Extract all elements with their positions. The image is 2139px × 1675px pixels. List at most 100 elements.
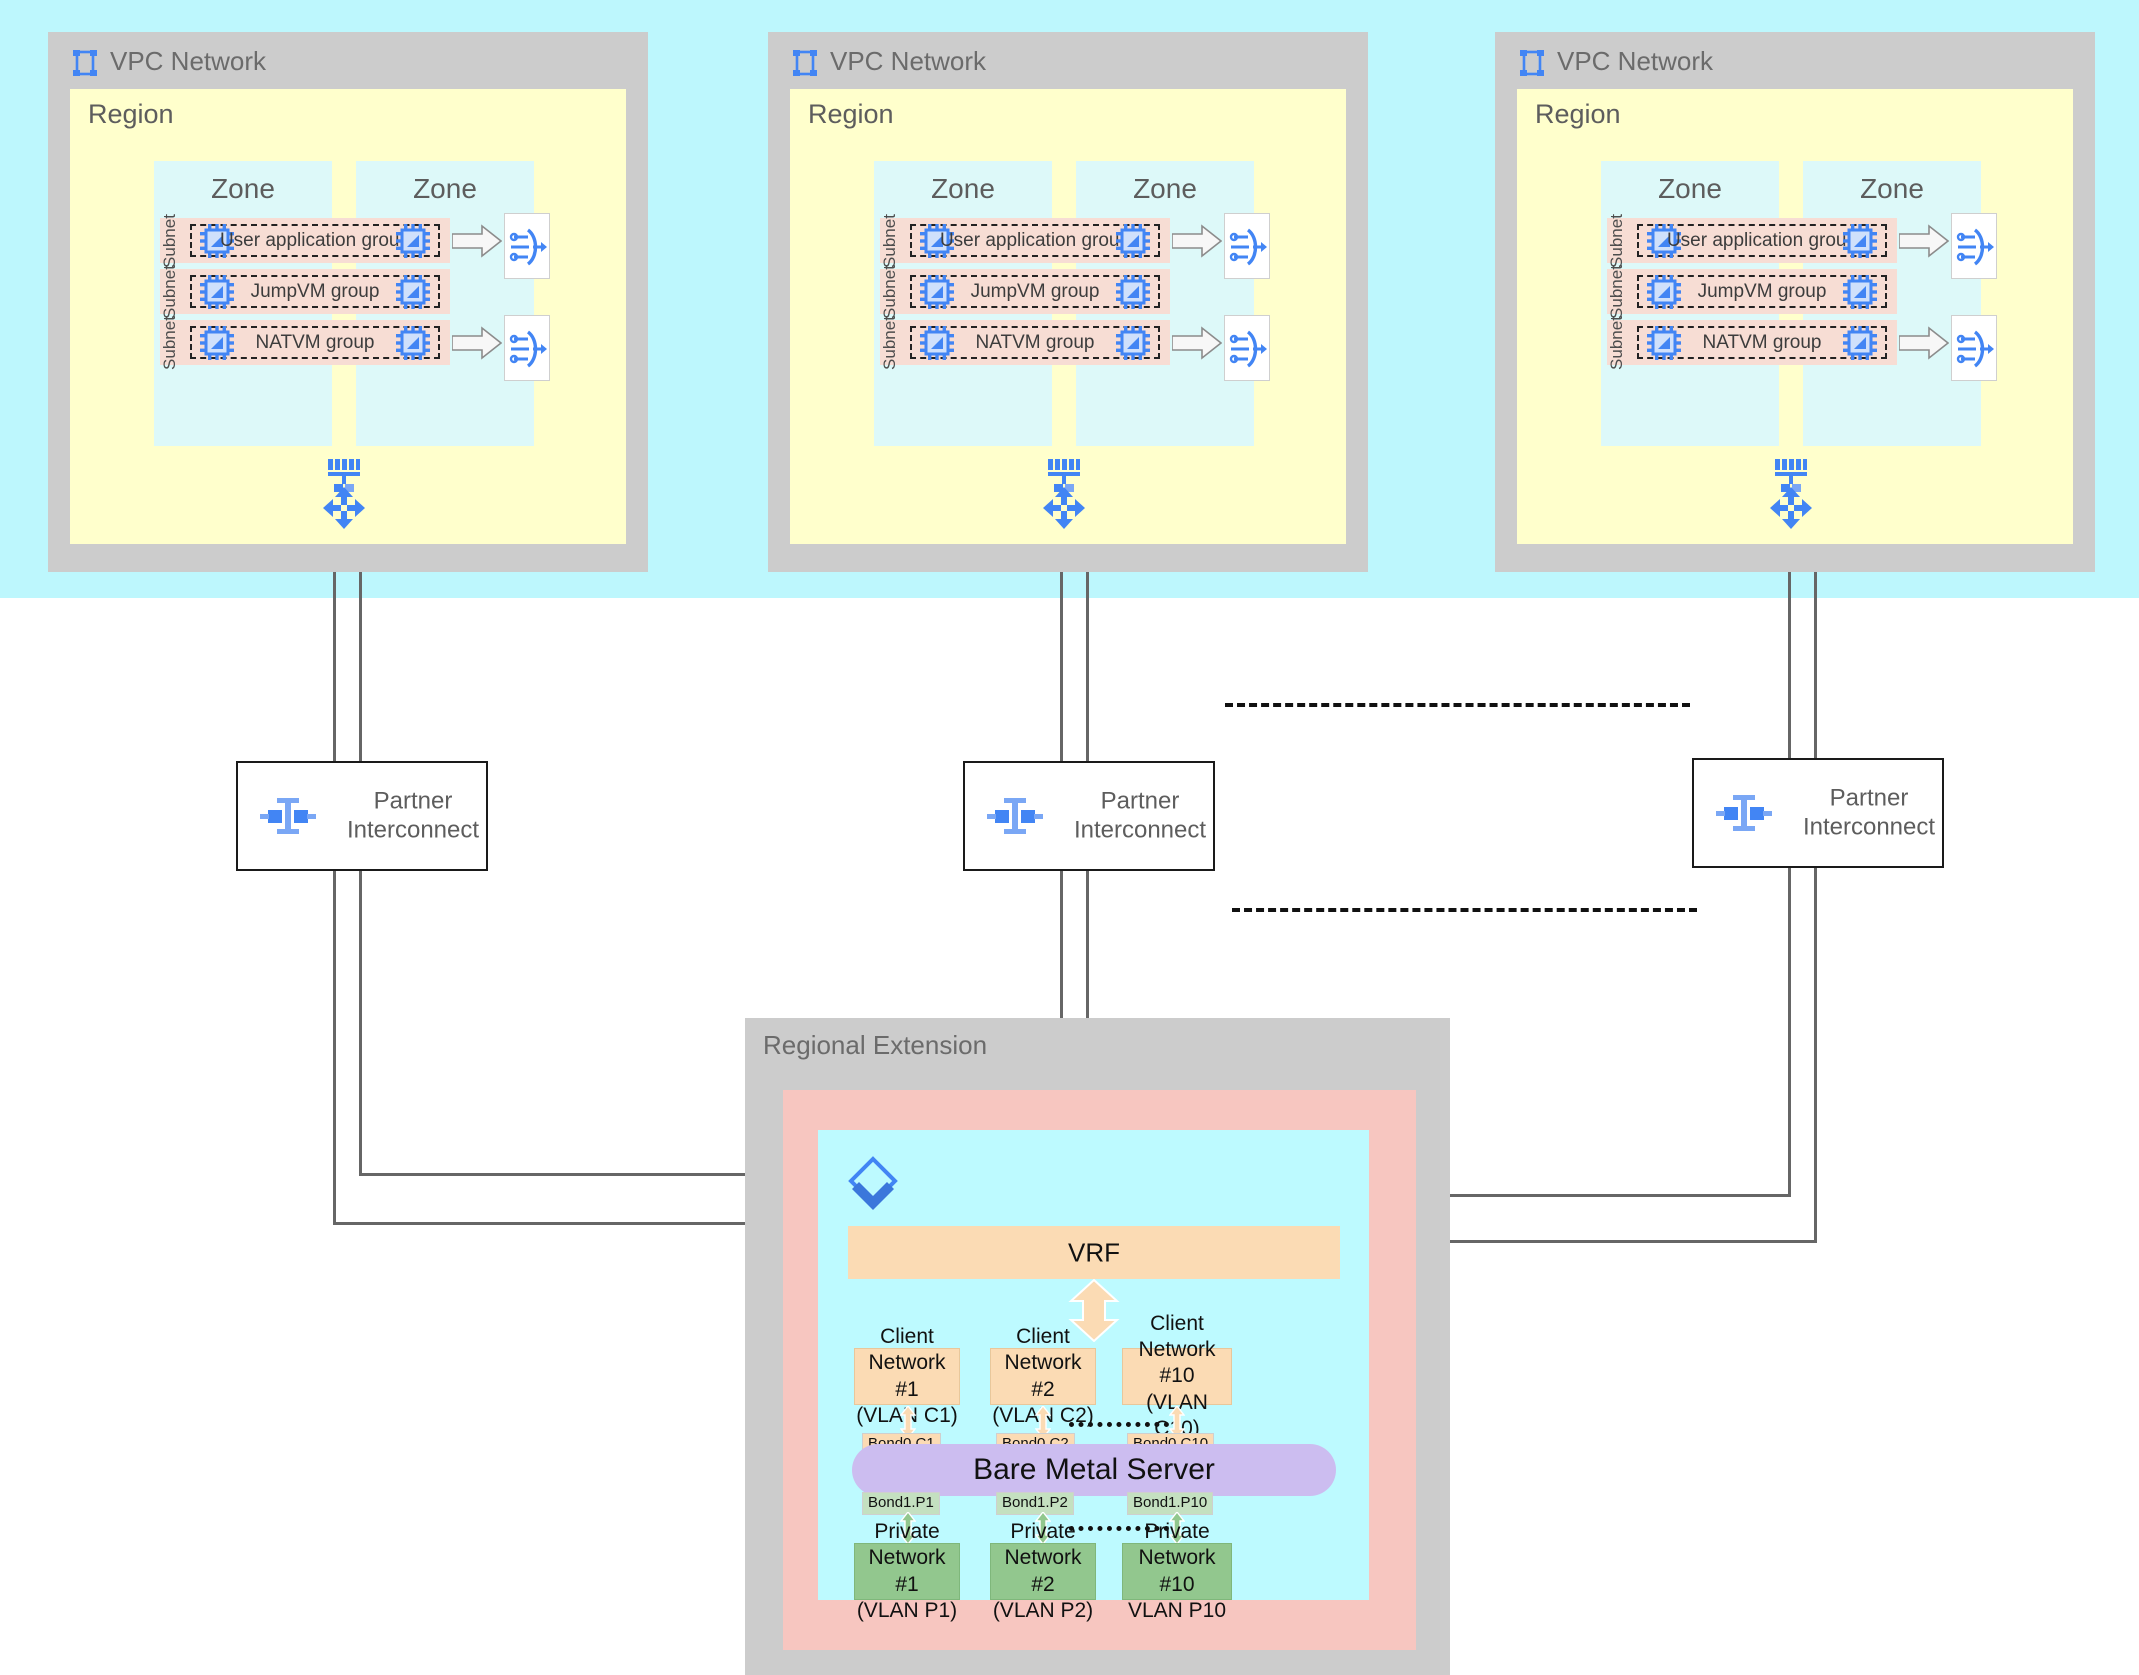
cloud-nat-gateway-1[interactable] <box>504 213 550 279</box>
instance-group-3[interactable]: NATVM group <box>910 325 1160 360</box>
vm-cpu-icon <box>920 274 954 309</box>
subnet-2-2: Subnet JumpVM group <box>880 265 1170 318</box>
vpc-network-icon <box>790 48 820 78</box>
vm-cpu-icon <box>396 274 430 309</box>
region-label: Region <box>1535 99 1621 129</box>
cloud-nat-gateway-3[interactable] <box>1951 315 1997 381</box>
subnet-label: Subnet <box>1606 264 1626 319</box>
vrf-box[interactable]: VRF <box>848 1226 1340 1279</box>
vm-cpu-icon <box>1116 325 1150 360</box>
subnet-2-3: Subnet NATVM group <box>880 316 1170 369</box>
instance-group-label: JumpVM group <box>1697 280 1827 302</box>
vm-cpu-icon <box>200 325 234 360</box>
vm-cpu-icon <box>1647 274 1681 309</box>
private-network-2[interactable]: Private Network #2 (VLAN P2) <box>990 1520 1096 1622</box>
cloud-nat-icon <box>1228 326 1268 377</box>
ellipsis-divider-bottom <box>1232 908 1697 912</box>
network-switch-icon <box>1044 458 1084 503</box>
client-network-1[interactable]: Client Network #1 (VLAN C1) <box>854 1325 960 1427</box>
wire-vpc3-b-h <box>1345 1240 1817 1243</box>
partner-interconnect-3[interactable]: Partner Interconnect <box>1692 758 1944 868</box>
instance-group-label: NATVM group <box>255 331 375 353</box>
cloud-nat-gateway-3[interactable] <box>1224 315 1270 381</box>
partner-interconnect-1[interactable]: Partner Interconnect <box>236 761 488 871</box>
private-network-1[interactable]: Private Network #1 (VLAN P1) <box>854 1520 960 1622</box>
regional-extension-title: Regional Extension <box>763 1030 988 1060</box>
vpc-network-title: VPC Network <box>830 46 987 76</box>
region-label: Region <box>88 99 174 129</box>
instance-group-label: User application group <box>1666 229 1858 251</box>
vm-cpu-icon <box>1843 274 1877 309</box>
wire-vpc1-a-h <box>333 1222 853 1225</box>
vm-cpu-icon <box>1647 223 1681 258</box>
subnet-label: Subnet <box>1606 315 1626 370</box>
cloud-nat-gateway-1[interactable] <box>1224 213 1270 279</box>
subnet-3-3: Subnet NATVM group <box>1607 316 1897 369</box>
cloud-nat-gateway-1[interactable] <box>1951 213 1997 279</box>
partner-interconnect-2[interactable]: Partner Interconnect <box>963 761 1215 871</box>
vm-cpu-icon <box>1116 274 1150 309</box>
instance-group-2[interactable]: JumpVM group <box>1637 274 1887 309</box>
cloud-router-icon <box>1042 486 1086 535</box>
instance-group-3[interactable]: NATVM group <box>190 325 440 360</box>
region-label: Region <box>808 99 894 129</box>
instance-group-label: NATVM group <box>1702 331 1822 353</box>
wire-vpc3-b <box>1814 527 1817 1242</box>
bare-metal-server-label: Bare Metal Server <box>973 1453 1215 1486</box>
network-switch-icon <box>1771 458 1811 503</box>
bond1-p2-label: Bond1.P2 <box>996 1492 1074 1515</box>
client-network-10[interactable]: Client Network #10 (VLAN C10) <box>1122 1312 1232 1440</box>
subnet-to-nat-arrow <box>1898 326 1950 365</box>
partner-interconnect-icon <box>1716 792 1772 834</box>
partner-interconnect-label: Partner Interconnect <box>1073 787 1207 844</box>
instance-group-1[interactable]: User application group <box>190 223 440 258</box>
wire-vpc1-b-h <box>359 1173 853 1176</box>
private-network-10[interactable]: Private Network #10 VLAN P10 <box>1122 1520 1232 1622</box>
private-network-10-line1: Private Network <box>1138 1520 1216 1570</box>
wire-vpc1-a-join <box>333 1192 336 1225</box>
zone-label: Zone <box>413 173 477 204</box>
vm-cpu-icon <box>1843 223 1877 258</box>
cloud-nat-gateway-3[interactable] <box>504 315 550 381</box>
instance-group-2[interactable]: JumpVM group <box>190 274 440 309</box>
subnet-1-3: Subnet NATVM group <box>160 316 450 369</box>
subnet-3-1: Subnet User application group <box>1607 214 1897 267</box>
bare-metal-server[interactable]: Bare Metal Server <box>852 1444 1336 1496</box>
cloud-router-icon <box>1769 486 1813 535</box>
regional-extension-container: Regional Extension VRF Cli <box>745 1018 1450 1675</box>
network-switch-icon <box>324 458 364 503</box>
ellipsis-divider-top <box>1225 703 1690 707</box>
vm-cpu-icon <box>396 325 430 360</box>
zone-label: Zone <box>211 173 275 204</box>
client-network-2-line1: Client Network #2 <box>1004 1325 1082 1401</box>
vm-cpu-icon <box>920 223 954 258</box>
instance-group-2[interactable]: JumpVM group <box>910 274 1160 309</box>
client-network-2[interactable]: Client Network #2 (VLAN C2) <box>990 1325 1096 1427</box>
partner-interconnect-icon <box>260 795 316 837</box>
subnet-label: Subnet <box>159 315 179 370</box>
regional-extension-cyan-layer: VRF Client Network #1 (VLAN C1) Client N… <box>818 1130 1369 1622</box>
partner-interconnect-label: Partner Interconnect <box>346 787 480 844</box>
vpc-network-title: VPC Network <box>110 46 267 76</box>
instance-group-label: JumpVM group <box>970 280 1100 302</box>
private-network-1-line2: (VLAN P1) <box>856 1598 958 1622</box>
instance-group-1[interactable]: User application group <box>910 223 1160 258</box>
instance-group-3[interactable]: NATVM group <box>1637 325 1887 360</box>
zone-label: Zone <box>1658 173 1722 204</box>
regional-extension-pink-layer: VRF Client Network #1 (VLAN C1) Client N… <box>783 1090 1416 1650</box>
instance-group-label: User application group <box>219 229 411 251</box>
vpc-network-icon <box>1517 48 1547 78</box>
wire-vpc3-a-h <box>1345 1194 1791 1197</box>
vm-cpu-icon <box>1116 223 1150 258</box>
vm-cpu-icon <box>920 325 954 360</box>
client-network-1-line1: Client Network #1 <box>868 1325 946 1401</box>
subnet-to-nat-arrow <box>1171 224 1223 263</box>
bond1-p10-label: Bond1.P10 <box>1127 1492 1214 1515</box>
cloud-nat-icon <box>1955 224 1995 275</box>
client-ellipsis <box>1069 1422 1169 1427</box>
instance-group-label: User application group <box>939 229 1131 251</box>
instance-group-1[interactable]: User application group <box>1637 223 1887 258</box>
cloud-nat-icon <box>508 326 548 377</box>
